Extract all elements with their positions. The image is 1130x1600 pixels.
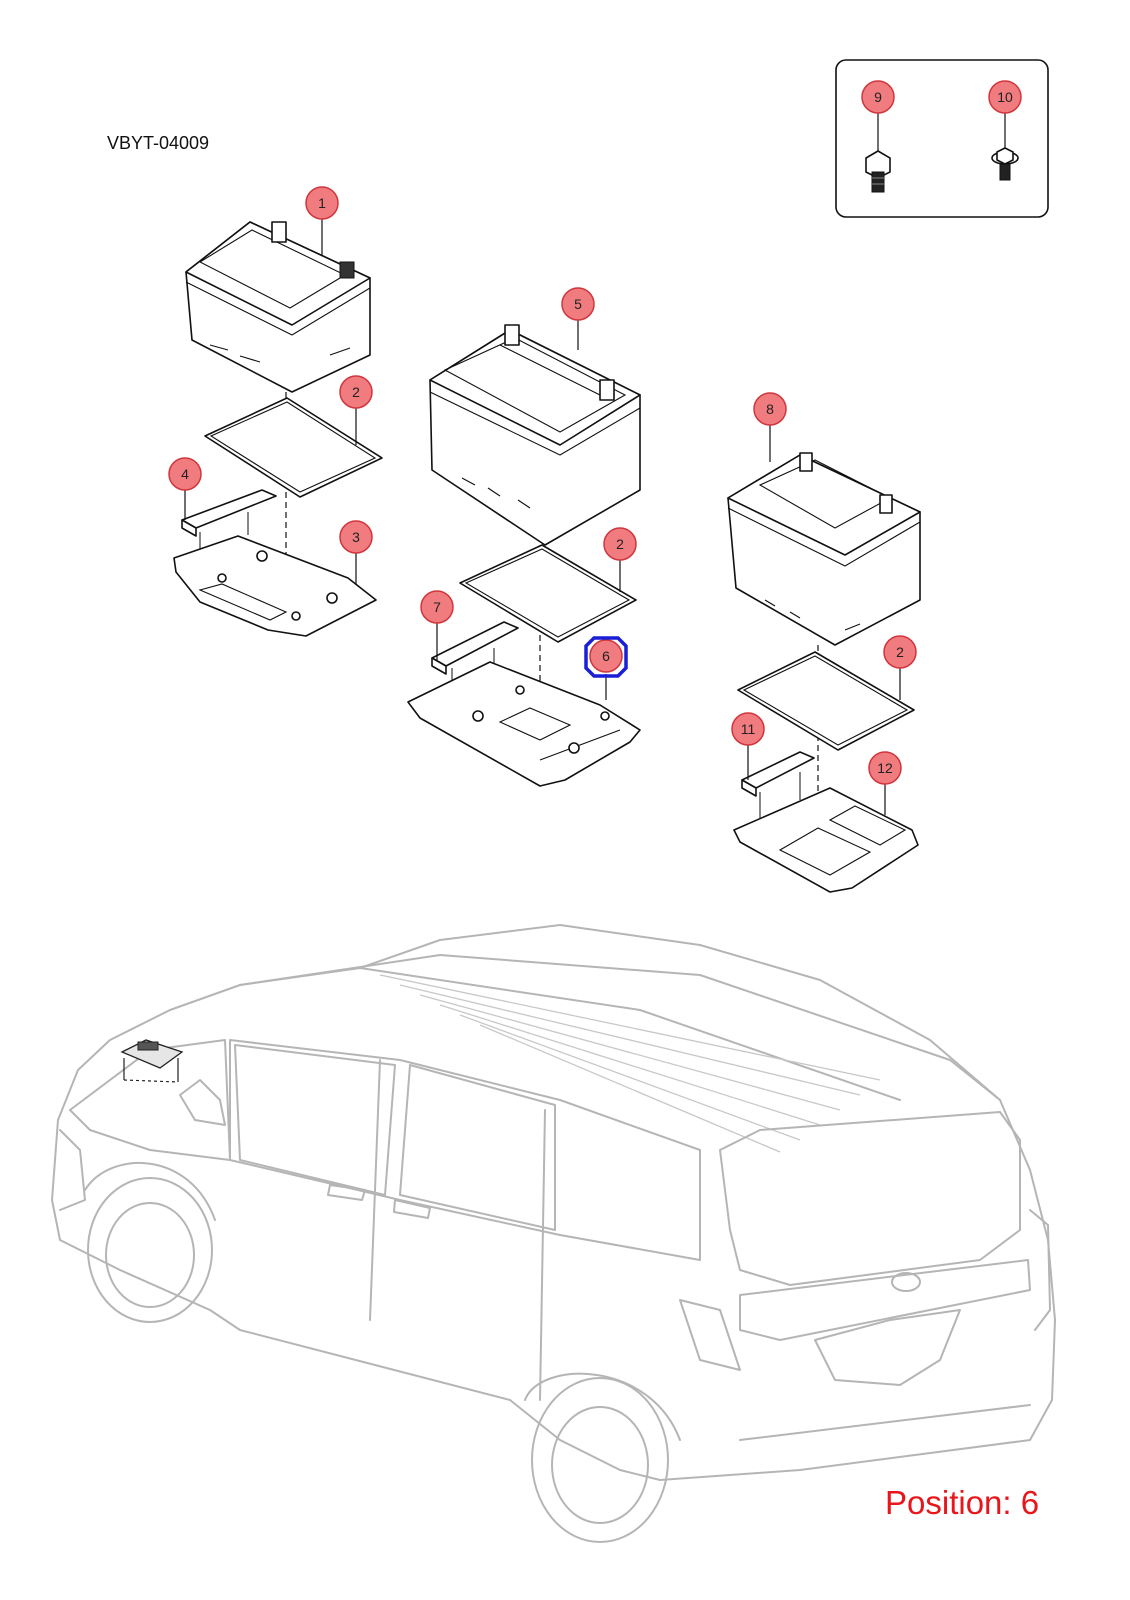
fastener-inset bbox=[835, 59, 1049, 218]
battery-tray-12 bbox=[733, 787, 919, 893]
svg-text:7: 7 bbox=[433, 599, 441, 615]
bolt-9-icon bbox=[865, 150, 891, 193]
diagram-code: VBYT-04009 bbox=[107, 133, 210, 153]
svg-text:3: 3 bbox=[352, 529, 360, 545]
svg-text:12: 12 bbox=[877, 760, 893, 776]
battery-5 bbox=[429, 324, 641, 546]
callout-6[interactable]: 6 bbox=[584, 636, 628, 678]
battery-pad-left bbox=[204, 397, 383, 498]
callout-4[interactable]: 4 bbox=[168, 457, 202, 491]
selected-highlight-frame bbox=[584, 636, 628, 678]
callout-2-right[interactable]: 2 bbox=[883, 635, 917, 669]
svg-text:10: 10 bbox=[997, 89, 1013, 105]
hold-down-bracket-11 bbox=[741, 751, 815, 822]
callouts: 1 2 3 4 5 2 6 7 8 2 11 12 9 10 bbox=[168, 80, 1022, 785]
callout-9[interactable]: 9 bbox=[861, 80, 895, 114]
callout-1[interactable]: 1 bbox=[305, 186, 339, 220]
callout-8[interactable]: 8 bbox=[753, 392, 787, 426]
svg-text:2: 2 bbox=[352, 384, 360, 400]
battery-tray-3 bbox=[173, 535, 377, 637]
position-label: Position: 6 bbox=[885, 1484, 1040, 1521]
svg-text:8: 8 bbox=[766, 401, 774, 417]
hold-down-bracket-7 bbox=[431, 621, 519, 695]
battery-pad-right bbox=[737, 651, 915, 751]
svg-text:2: 2 bbox=[896, 644, 904, 660]
callout-3[interactable]: 3 bbox=[339, 520, 373, 554]
svg-text:1: 1 bbox=[318, 195, 326, 211]
callout-11[interactable]: 11 bbox=[731, 712, 765, 746]
svg-text:11: 11 bbox=[741, 721, 756, 737]
svg-text:6: 6 bbox=[602, 648, 610, 664]
battery-1 bbox=[185, 221, 371, 393]
callout-2-left[interactable]: 2 bbox=[339, 375, 373, 409]
svg-text:4: 4 bbox=[181, 466, 189, 482]
battery-location-marker bbox=[120, 1039, 184, 1083]
svg-text:5: 5 bbox=[574, 296, 582, 312]
vehicle-illustration bbox=[51, 924, 1056, 1543]
callout-2-center[interactable]: 2 bbox=[603, 527, 637, 561]
leader-lines bbox=[184, 218, 901, 815]
hold-down-bracket-4 bbox=[181, 489, 277, 558]
bolt-10-icon bbox=[991, 147, 1019, 181]
svg-text:2: 2 bbox=[616, 536, 624, 552]
callout-5[interactable]: 5 bbox=[561, 287, 595, 321]
battery-8 bbox=[727, 452, 921, 646]
battery-tray-6 bbox=[407, 661, 641, 787]
callout-10[interactable]: 10 bbox=[988, 80, 1022, 114]
battery-pad-center bbox=[459, 544, 637, 643]
callout-12[interactable]: 12 bbox=[868, 751, 902, 785]
callout-7[interactable]: 7 bbox=[420, 590, 454, 624]
svg-text:9: 9 bbox=[874, 89, 882, 105]
